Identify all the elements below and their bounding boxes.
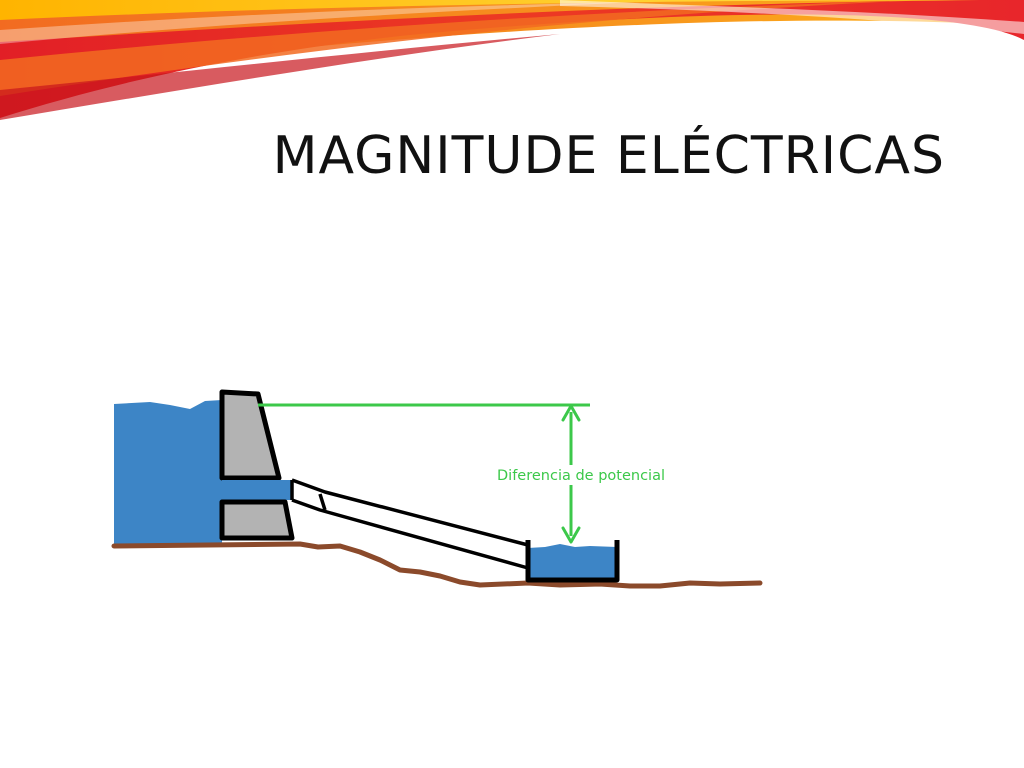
- upper-reservoir-water: [114, 400, 222, 546]
- lower-basin-walls: [525, 540, 620, 583]
- dam-upper-block: [219, 389, 282, 481]
- arrow-head-up-icon: [561, 404, 581, 422]
- slide-title: MAGNITUDE ELÉCTRICAS: [272, 126, 945, 186]
- arrow-head-down-icon: [561, 526, 581, 544]
- dam-lower-block: [219, 499, 295, 541]
- header-swoosh-decoration: [0, 0, 1024, 120]
- potential-difference-label: Diferencia de potencial: [497, 468, 665, 484]
- penstock-pipe: [290, 478, 529, 570]
- label-background: [488, 465, 674, 485]
- dam-intake-water: [222, 480, 292, 500]
- ground-line: [111, 541, 763, 589]
- lower-basin-water: [528, 544, 617, 580]
